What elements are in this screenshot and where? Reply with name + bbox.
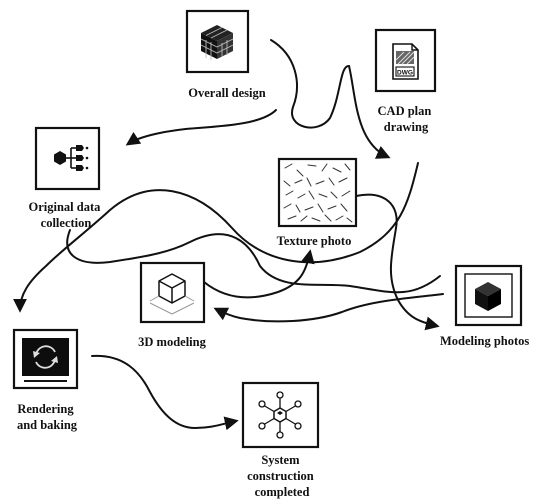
texture-photo-label: Texture photo <box>277 234 352 248</box>
flow-overall-to-cad <box>270 39 391 159</box>
flow-modelingphotos-to-3dmodeling <box>213 293 444 323</box>
refresh-monitor-icon <box>22 338 69 382</box>
texture-pattern-icon <box>283 163 353 223</box>
node-original-data-collection: Original data collection <box>28 126 103 230</box>
flow-original-to-modelingphotos <box>66 229 441 294</box>
original-data-label: Original data collection <box>28 200 103 230</box>
original-data-label-line2: collection <box>41 216 92 230</box>
flow-3dmodeling-to-texture <box>203 249 315 299</box>
overall-design-label: Overall design <box>188 86 265 100</box>
node-system-construction: System construction completed <box>241 381 320 499</box>
node-modeling-photos: Modeling photos <box>440 264 529 348</box>
modeling-photos-label: Modeling photos <box>440 334 529 348</box>
node-rendering-and-baking: Rendering and baking <box>12 328 79 432</box>
cube-grid-icon <box>200 25 234 60</box>
system-label-line3: completed <box>255 485 310 499</box>
node-cad-plan-drawing: DWG CAD plan drawing <box>374 28 437 134</box>
flow-connectors <box>13 39 444 431</box>
node-3d-modeling: 3D modeling <box>138 261 207 349</box>
3d-modeling-label: 3D modeling <box>138 335 206 349</box>
rendering-label: Rendering and baking <box>17 402 78 432</box>
texture-photo-box <box>277 157 358 228</box>
flow-texture-to-modelingphotos <box>355 193 440 331</box>
original-data-label-line1: Original data <box>28 200 101 214</box>
network-hub-icon <box>258 391 302 439</box>
rendering-label-line2: and baking <box>17 418 78 432</box>
node-texture-photo: Texture photo <box>277 157 358 248</box>
3d-modeling-box <box>139 261 206 324</box>
cad-plan-label-line1: CAD plan <box>378 104 432 118</box>
flow-overall-to-original <box>125 109 277 146</box>
cad-plan-label-line2: drawing <box>384 120 429 134</box>
cad-plan-label: CAD plan drawing <box>378 104 435 134</box>
rendering-label-line1: Rendering <box>17 402 74 416</box>
solid-cube-icon <box>475 282 501 311</box>
flow-rendering-to-system <box>91 354 239 431</box>
node-overall-design: Overall design <box>185 9 266 100</box>
dwg-file-icon: DWG <box>392 43 419 80</box>
flow-cad-to-rendering <box>13 162 419 313</box>
system-label-line1: System <box>261 453 300 467</box>
modeling-photos-inner-frame <box>464 273 513 318</box>
system-label-line2: construction <box>247 469 314 483</box>
wireframe-cube-icon <box>149 273 195 315</box>
data-tree-icon <box>54 145 89 171</box>
system-label: System construction completed <box>247 453 317 499</box>
dwg-file-tag: DWG <box>397 70 413 77</box>
